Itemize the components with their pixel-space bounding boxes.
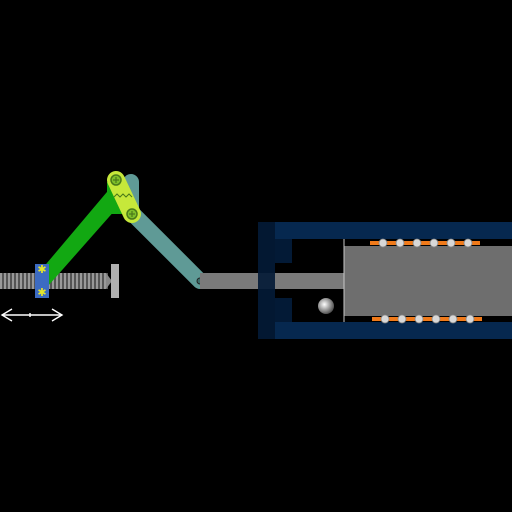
slider-block: ✱ ✱ [35, 263, 49, 299]
ball-icon [318, 298, 334, 314]
output-link [123, 174, 208, 289]
toggle-plate [107, 171, 141, 223]
housing-upper-guide [275, 239, 292, 263]
bearing-ball [414, 314, 424, 324]
bearing-track [372, 317, 482, 321]
bearing-track [370, 241, 480, 245]
screw-stop-plate [111, 264, 119, 298]
svg-text:✱: ✱ [37, 286, 46, 299]
housing-lower-guide [275, 298, 292, 322]
bearing-ball [395, 238, 405, 248]
drive-link [36, 186, 124, 286]
bearing-ball [412, 238, 422, 248]
double-headed-arrow-icon [0, 308, 64, 322]
bearing-ball [465, 314, 475, 324]
lead-screw [0, 273, 112, 289]
housing-end-wall [258, 222, 275, 339]
bearing-ball [446, 238, 456, 248]
bearing-ball [463, 238, 473, 248]
svg-text:✱: ✱ [37, 263, 46, 276]
bearing-ball [397, 314, 407, 324]
bearing-ball [431, 314, 441, 324]
bearing-rows [370, 238, 482, 324]
bearing-ball [448, 314, 458, 324]
housing-top-rail [275, 222, 512, 239]
bearing-block-icon [35, 264, 49, 298]
cylinder-housing [258, 222, 512, 339]
bearing-ball [378, 238, 388, 248]
housing-bottom-rail [275, 322, 512, 339]
threaded-rod-icon [0, 273, 108, 289]
ram-block [344, 246, 512, 316]
bearing-ball [380, 314, 390, 324]
bearing-ball [429, 238, 439, 248]
